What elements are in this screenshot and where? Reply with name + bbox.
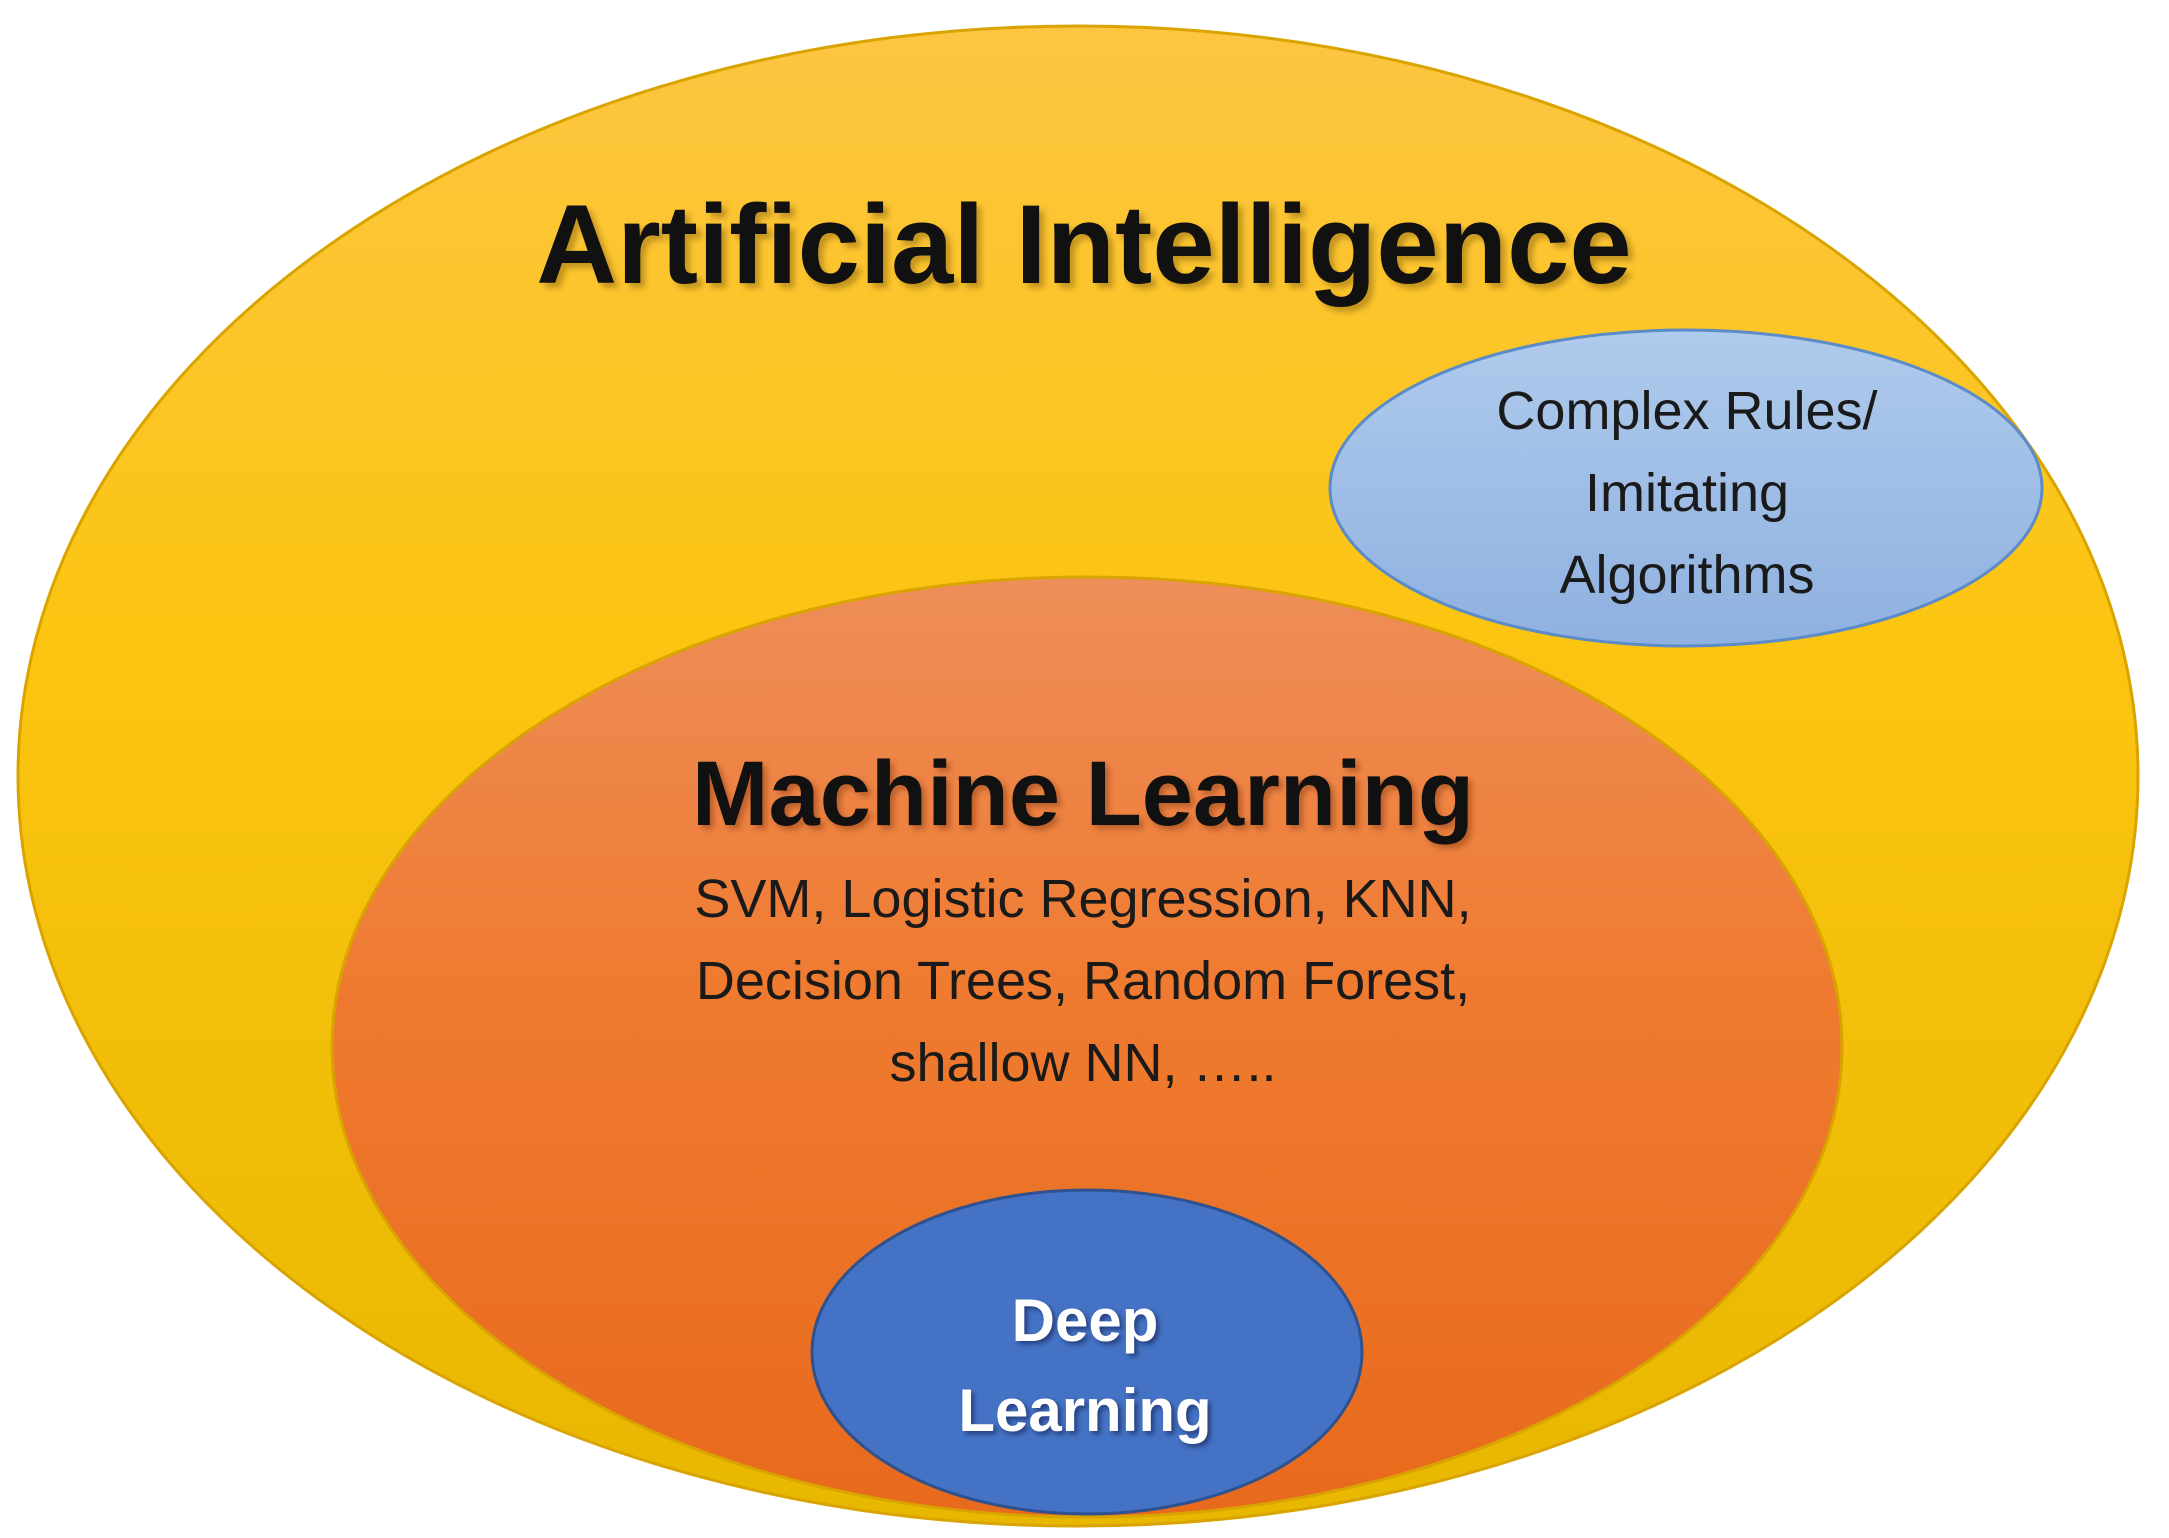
rules-label-line: Algorithms xyxy=(1559,545,1815,605)
ml-ellipse xyxy=(330,575,1844,1519)
ml-title: Machine Learning xyxy=(691,743,1475,845)
rules-label-line: Complex Rules/ xyxy=(1496,381,1878,441)
ml-algorithms-line: SVM, Logistic Regression, KNN, xyxy=(694,869,1472,929)
ml-algorithms-list: SVM, Logistic Regression, KNN, Decision … xyxy=(533,858,1633,1104)
ml-algorithms-line: shallow NN, ….. xyxy=(889,1033,1277,1093)
rules-ellipse xyxy=(1328,328,2044,648)
dl-ellipse xyxy=(810,1188,1364,1516)
rules-label: Complex Rules/ Imitating Algorithms xyxy=(1332,370,2042,616)
dl-label: Deep Learning xyxy=(810,1276,1360,1456)
dl-label-line: Deep xyxy=(1011,1287,1159,1354)
rules-label-line: Imitating xyxy=(1584,463,1790,523)
dl-label-line: Learning xyxy=(958,1377,1212,1444)
ml-algorithms-line: Decision Trees, Random Forest, xyxy=(695,951,1471,1011)
ai-title: Artificial Intelligence xyxy=(536,182,1632,307)
